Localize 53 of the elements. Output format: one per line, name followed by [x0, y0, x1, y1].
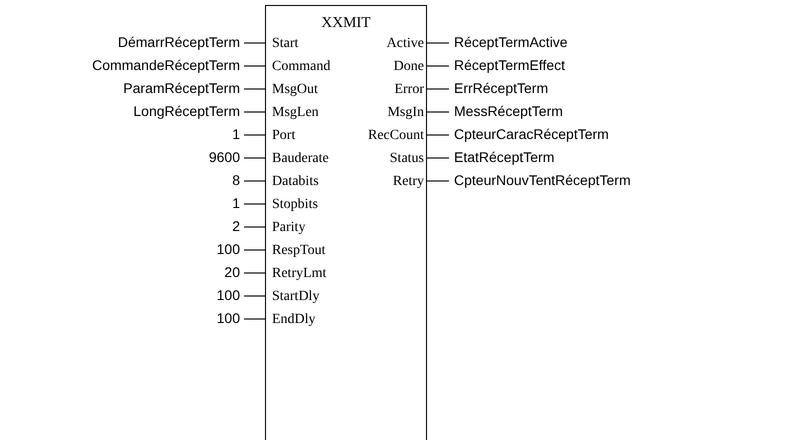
input-pin-label: RespTout	[266, 242, 326, 258]
connector-line	[426, 180, 450, 182]
output-variable: EtatRéceptTerm	[454, 148, 554, 166]
output-pin-label: Done	[394, 58, 426, 74]
connector-line	[244, 318, 266, 320]
output-variable: CpteurCaracRéceptTerm	[454, 126, 609, 142]
input-pin-label: Stopbits	[266, 196, 318, 212]
connector-line	[426, 42, 450, 44]
input-variable: CommandeRéceptTerm	[92, 56, 240, 74]
connector-line	[426, 88, 450, 90]
input-pin-label: Bauderate	[266, 150, 329, 166]
input-pin-label: Start	[266, 34, 298, 52]
input-variable: LongRéceptTerm	[133, 102, 240, 120]
input-variable: 1	[232, 126, 240, 142]
input-variable: 100	[216, 240, 240, 258]
connector-line	[244, 180, 266, 182]
input-pin-label: MsgLen	[266, 104, 319, 120]
connector-line	[244, 134, 266, 136]
output-pin-label: Status	[390, 150, 426, 166]
input-pin-label: RetryLmt	[266, 264, 326, 282]
input-variable: 100	[216, 286, 240, 304]
input-variable: 100	[216, 310, 240, 326]
connector-line	[244, 42, 266, 44]
input-variable: 1	[232, 194, 240, 212]
connector-line	[244, 226, 266, 228]
output-pin-label: RecCount	[368, 126, 426, 144]
input-pin-label: Command	[266, 58, 330, 74]
output-variable: RéceptTermActive	[454, 34, 568, 50]
input-pin-label: StartDly	[266, 288, 320, 304]
input-variable: 9600	[208, 148, 240, 166]
function-block	[265, 5, 427, 440]
output-variable: MessRéceptTerm	[454, 102, 563, 120]
output-pin-label: MsgIn	[387, 104, 426, 120]
output-pin-label: Active	[386, 34, 426, 52]
input-variable: ParamRéceptTerm	[123, 80, 240, 96]
output-variable: ErrRéceptTerm	[454, 80, 548, 96]
connector-line	[244, 88, 266, 90]
input-pin-label: Port	[266, 126, 296, 144]
input-pin-label: Parity	[266, 218, 306, 236]
block-title: XXMIT	[320, 15, 372, 32]
output-pin-label: Error	[394, 80, 426, 98]
input-variable: 8	[232, 172, 240, 188]
input-variable: 20	[224, 264, 240, 280]
connector-line	[426, 134, 450, 136]
output-variable: CpteurNouvTentRéceptTerm	[454, 172, 631, 188]
output-variable: RéceptTermEffect	[454, 56, 566, 74]
input-pin-label: MsgOut	[266, 80, 318, 98]
input-pin-label: Databits	[266, 172, 319, 190]
connector-line	[244, 272, 266, 274]
input-variable: 2	[232, 218, 240, 234]
input-pin-label: EndDly	[266, 310, 316, 328]
output-pin-label: Retry	[392, 172, 426, 190]
input-variable: DémarrRéceptTerm	[118, 34, 240, 50]
